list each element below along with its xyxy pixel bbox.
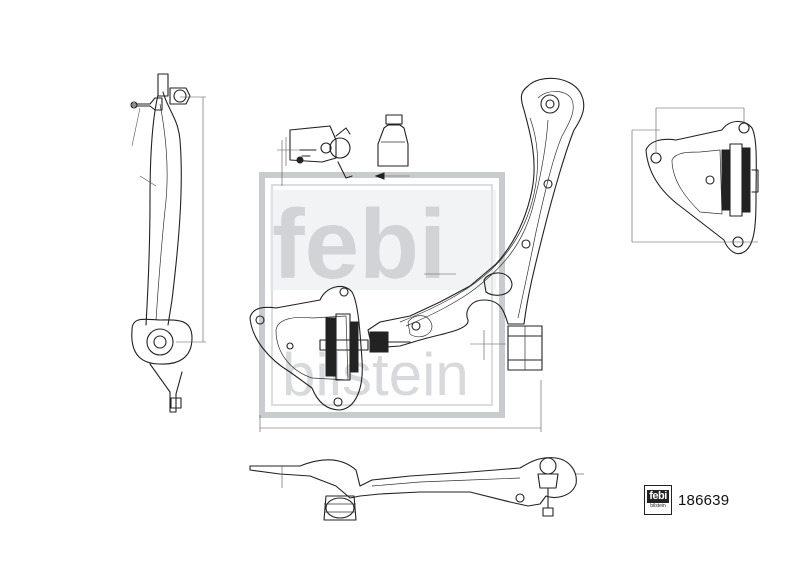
brand-logo-top: febi [647,490,669,503]
brand-logo: febi bilstein [644,485,672,515]
main-control-arm [249,77,585,432]
part-badge: febi bilstein 186639 [644,484,729,516]
bracket-end-view [631,107,759,255]
part-number: 186639 [678,491,730,509]
watermark-brand-top: febi [272,189,446,299]
bottom-elevation-view [249,457,584,521]
brand-logo-bottom: bilstein [650,503,666,509]
ball-joint-detail [277,114,410,186]
side-view-left [130,73,206,413]
